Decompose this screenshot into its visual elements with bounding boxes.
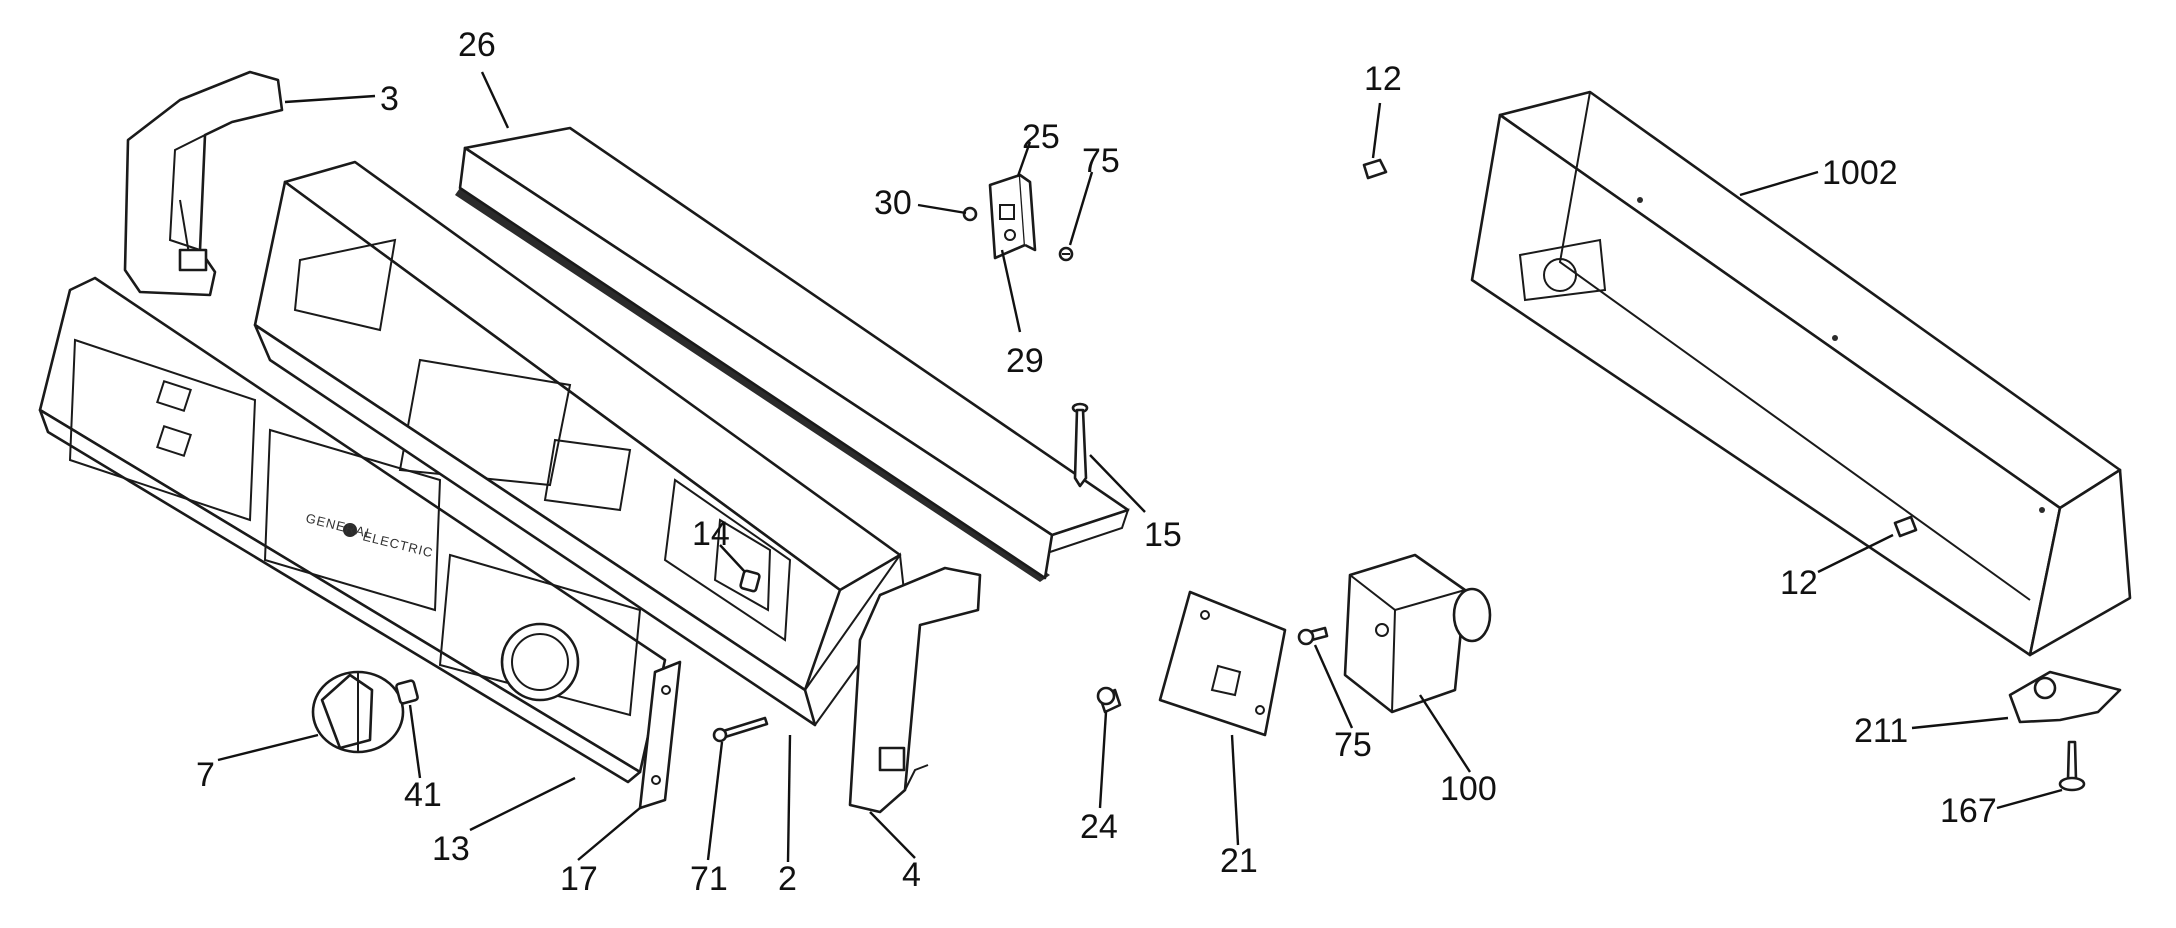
part-4-right-end-cap	[848, 566, 982, 814]
callout-3: 3	[380, 80, 399, 118]
leader-3	[284, 94, 376, 104]
part-167-screw	[2058, 740, 2086, 792]
callout-1002: 1002	[1822, 154, 1898, 192]
part-71-screw	[712, 716, 769, 743]
callout-26: 26	[458, 26, 496, 64]
part-30-screw	[962, 206, 978, 222]
part-2-control-housing	[253, 160, 907, 727]
part-14-clip	[739, 569, 761, 593]
leader-41	[408, 704, 422, 779]
leader-30	[917, 203, 967, 215]
part-21-mounting-plate	[1158, 590, 1287, 737]
leader-2	[786, 734, 792, 863]
callout-71: 71	[690, 860, 728, 898]
leader-29	[1000, 249, 1022, 333]
callout-15: 15	[1144, 516, 1182, 554]
callout-2: 2	[778, 860, 797, 898]
callout-12b: 12	[1780, 564, 1818, 602]
part-25-switch-bracket	[988, 173, 1037, 260]
leader-17	[577, 807, 641, 861]
part-26-top-trim	[455, 126, 1130, 582]
leader-lines	[217, 71, 2063, 863]
leader-14	[719, 544, 746, 573]
callout-29: 29	[1006, 342, 1044, 380]
leader-26	[480, 71, 510, 129]
callout-17: 17	[560, 860, 598, 898]
callout-25: 25	[1022, 118, 1060, 156]
callout-167: 167	[1940, 792, 1997, 830]
leader-21	[1230, 734, 1240, 846]
leader-13	[469, 776, 576, 832]
part-12b-clip	[1893, 515, 1918, 538]
leader-7	[217, 733, 319, 762]
part-17-bracket	[638, 660, 682, 810]
part-24-fastener	[1096, 686, 1122, 714]
part-13-front-panel: GENERAL ELECTRIC	[38, 276, 667, 784]
callout-labels: 3 26 25 75 30 29 12 1002 15 14 12 211 16…	[196, 26, 1997, 898]
callout-13: 13	[432, 830, 470, 868]
callout-14: 14	[692, 515, 730, 553]
part-7-knob	[311, 670, 405, 754]
part-75b-screw	[1297, 626, 1329, 646]
leader-1002	[1739, 170, 1819, 197]
callout-21: 21	[1220, 842, 1258, 880]
callout-24: 24	[1080, 808, 1118, 846]
callout-75b: 75	[1334, 726, 1372, 764]
leader-167	[1996, 788, 2063, 810]
leader-15	[1089, 454, 1146, 513]
part-211-bracket	[2008, 670, 2122, 724]
part-75a-screw	[1058, 246, 1074, 262]
part-15-screw	[1071, 402, 1089, 488]
part-41-insert	[395, 679, 419, 705]
leader-71	[706, 741, 724, 861]
callout-41: 41	[404, 776, 442, 814]
callout-30: 30	[874, 184, 912, 222]
leader-211	[1911, 716, 2009, 730]
leader-12b	[1817, 533, 1894, 574]
callout-211: 211	[1854, 712, 1908, 750]
leader-75b	[1313, 644, 1354, 729]
callout-100: 100	[1440, 770, 1497, 808]
leader-100	[1418, 694, 1472, 773]
callout-7: 7	[196, 756, 215, 794]
part-100-timer	[1343, 553, 1492, 714]
leader-24	[1098, 711, 1108, 809]
part-12a-clip	[1362, 158, 1388, 180]
callout-4: 4	[902, 856, 921, 894]
callout-75a: 75	[1082, 142, 1120, 180]
leader-4	[869, 811, 916, 859]
leader-12a	[1371, 102, 1382, 159]
callout-12a: 12	[1364, 60, 1402, 98]
part-3-left-end-cap	[123, 70, 284, 297]
leader-25	[1016, 141, 1032, 177]
leader-75a	[1068, 171, 1094, 246]
